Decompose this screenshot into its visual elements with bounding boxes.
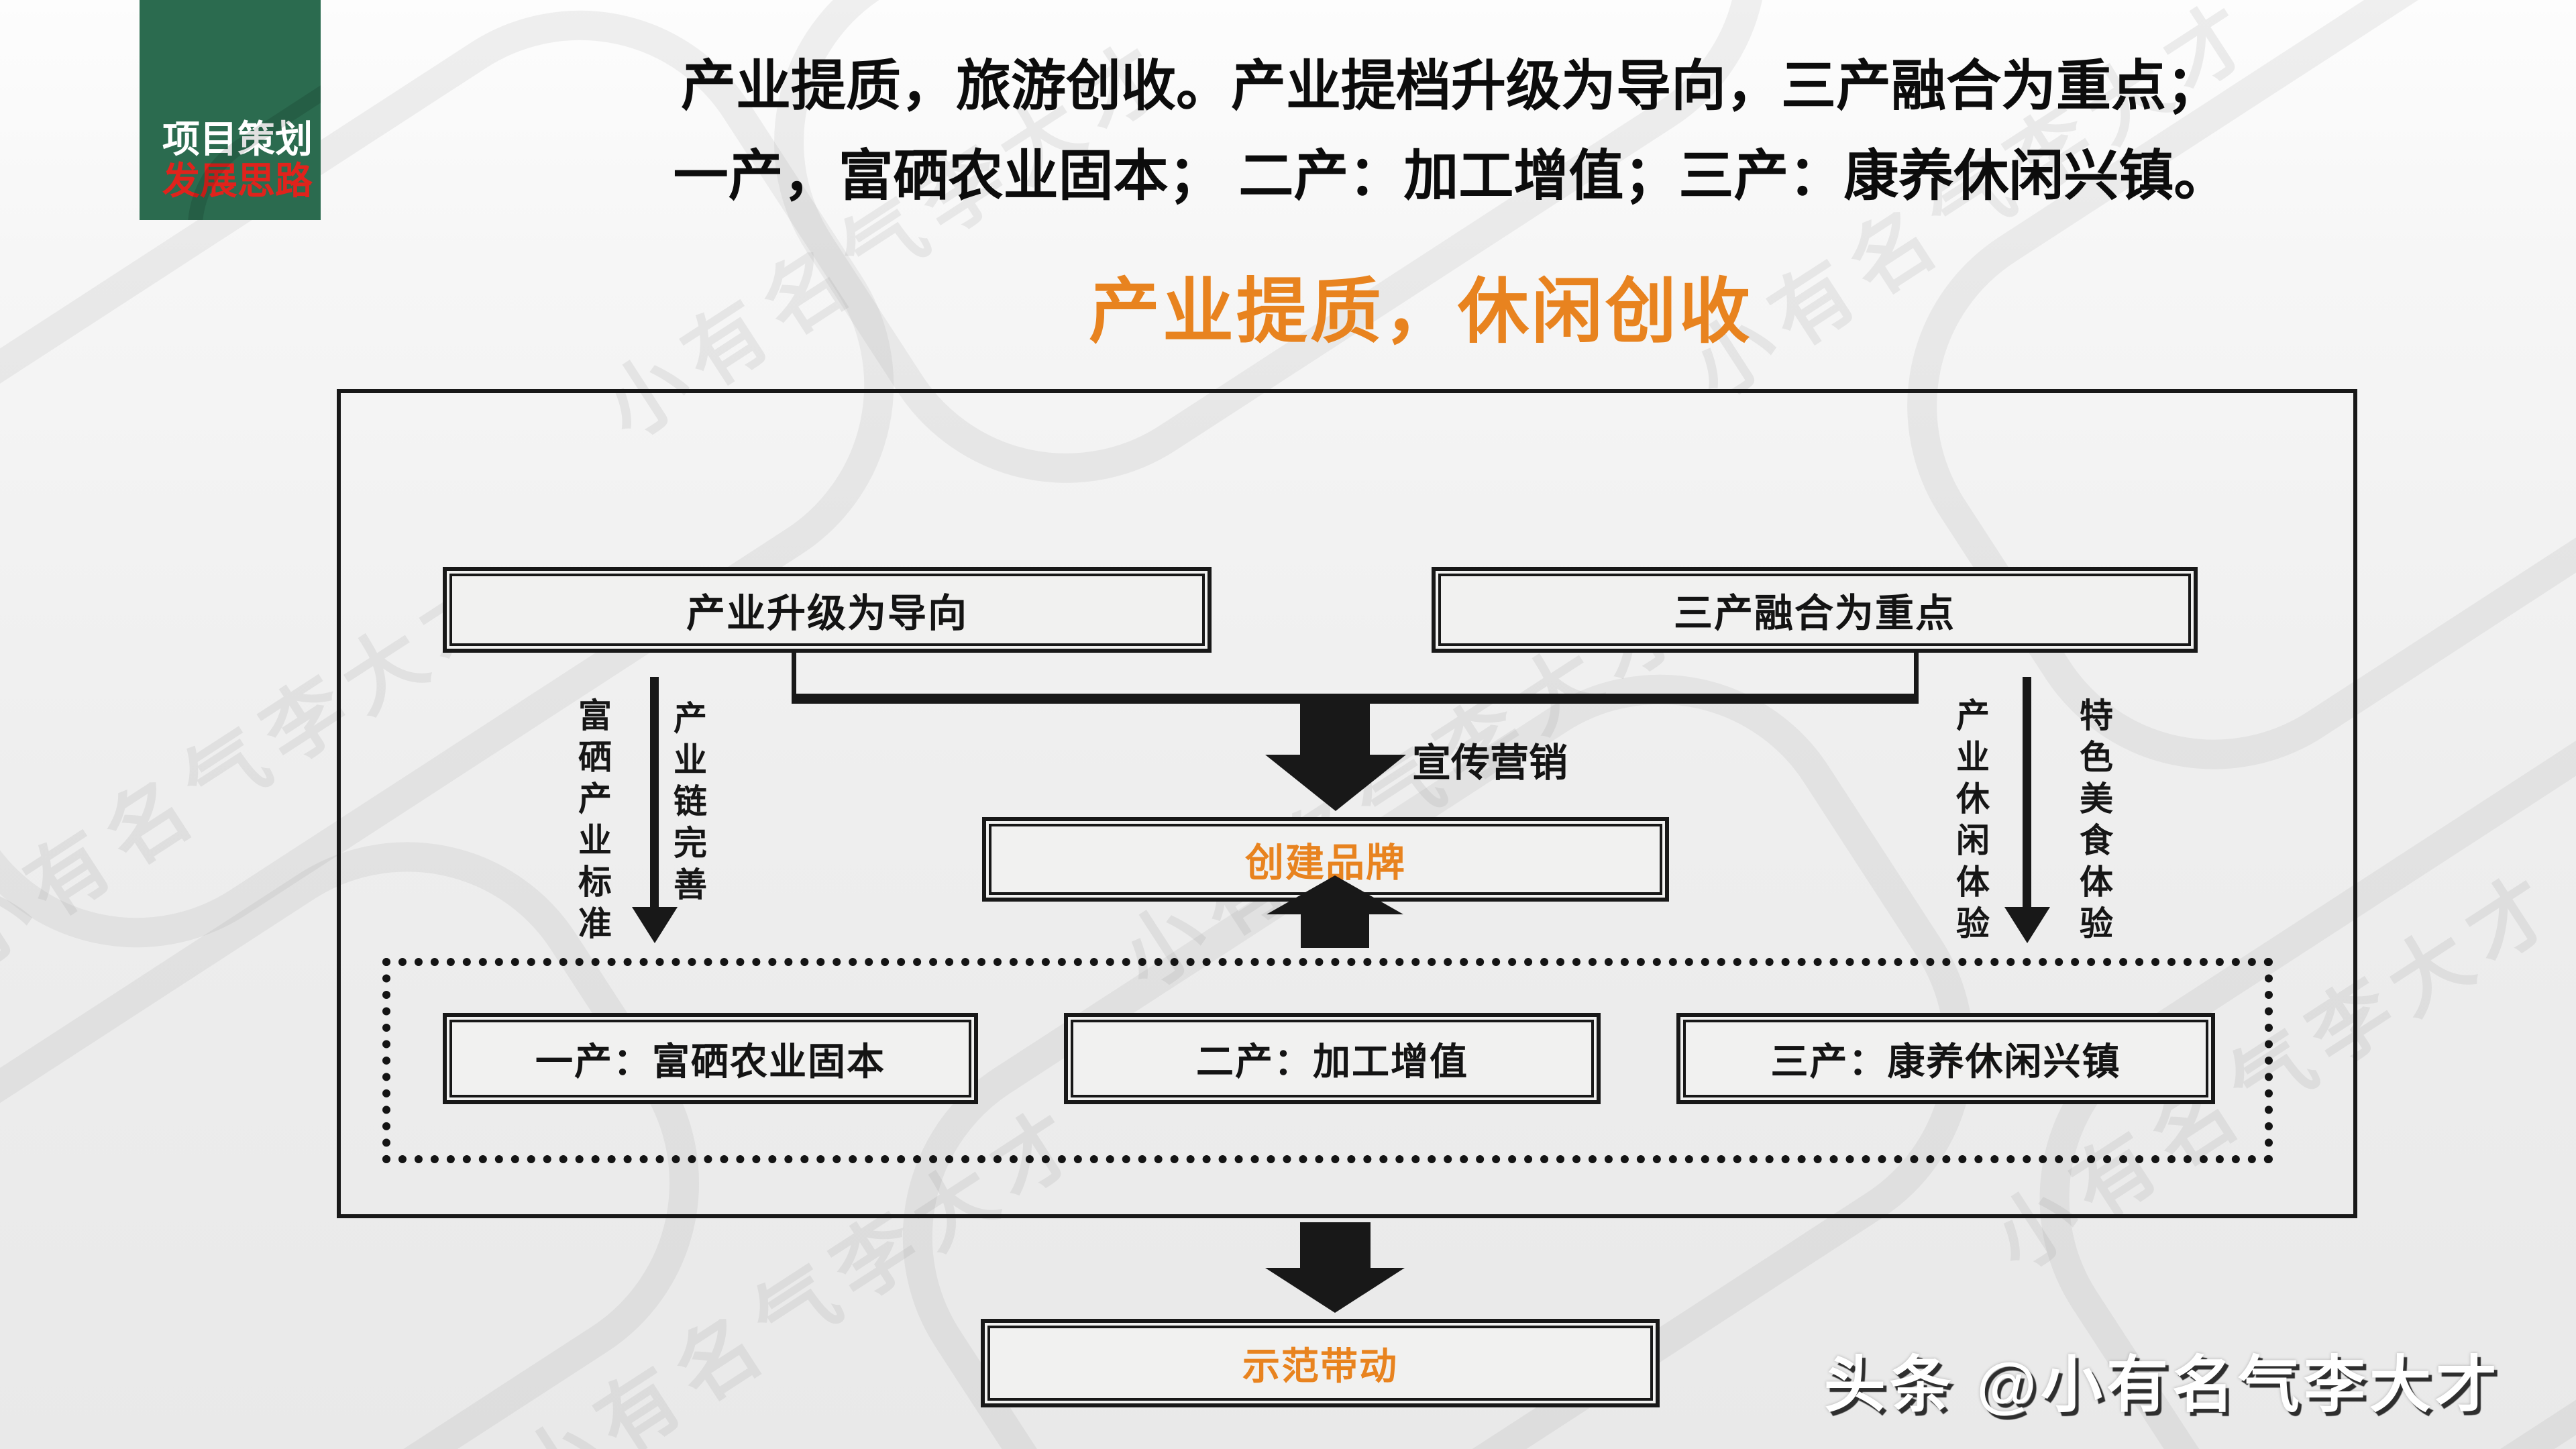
box-primary-industry-label: 一产：富硒农业固本 [535,1040,885,1083]
brand-up-arrow-head [1267,875,1403,914]
diagram-frame [337,389,2357,1218]
right-flow-arrow-head [2004,907,2050,943]
marketing-arrow-label: 宣传营销 [1412,741,1568,785]
header-line-2: 一产，富硒农业固本； 二产：加工增值；三产：康养休闲兴镇。 [673,146,2229,207]
left-flow-arrow-head [632,907,678,943]
box-tertiary-industry: 三产：康养休闲兴镇 [1676,1013,2215,1104]
box-demonstration-label: 示范带动 [1242,1344,1398,1387]
header-line-1: 产业提质，旅游创收。产业提档升级为导向，三产融合为重点； [680,56,2221,117]
marketing-down-arrow-head [1265,755,1406,811]
connector-line-horizontal [792,694,1919,704]
demo-down-arrow [1300,1222,1371,1269]
box-demonstration: 示范带动 [981,1319,1660,1407]
section-badge: 项目策划 发展思路 [140,0,321,220]
box-primary-industry: 一产：富硒农业固本 [443,1013,978,1104]
box-industry-upgrade-label: 产业升级为导向 [686,592,968,635]
left-flow-arrow [650,677,659,909]
page-title: 产业提质，休闲创收 [1089,272,1753,352]
box-secondary-industry: 二产：加工增值 [1064,1013,1601,1104]
badge-title: 项目策划 [162,117,313,160]
label-industry-chain: 产业链完善 [669,700,706,908]
box-tertiary-industry-label: 三产：康养休闲兴镇 [1770,1040,2121,1083]
dotted-group-box [382,958,2273,1163]
label-special-food: 特色美食体验 [2075,698,2112,947]
brand-up-arrow [1301,913,1369,948]
box-tertiary-integration: 三产融合为重点 [1432,567,2198,653]
right-flow-arrow [2023,677,2031,909]
label-selenium-standard: 富硒产业标准 [574,698,611,947]
badge-subtitle: 发展思路 [162,160,313,203]
box-secondary-industry-label: 二产：加工增值 [1196,1040,1468,1083]
connector-line-right [1914,653,1919,698]
box-industry-upgrade: 产业升级为导向 [443,567,1212,653]
slide-header: 产业提质，旅游创收。产业提档升级为导向，三产融合为重点； 一产，富硒农业固本； … [326,42,2576,222]
marketing-down-arrow [1300,704,1370,756]
label-industry-leisure: 产业休闲体验 [1951,698,1989,947]
connector-line-left [792,653,796,698]
box-tertiary-integration-label: 三产融合为重点 [1673,592,1955,635]
author-credit: 头条 @小有名气李大才 [1823,1351,2501,1419]
demo-down-arrow-head [1265,1268,1405,1313]
